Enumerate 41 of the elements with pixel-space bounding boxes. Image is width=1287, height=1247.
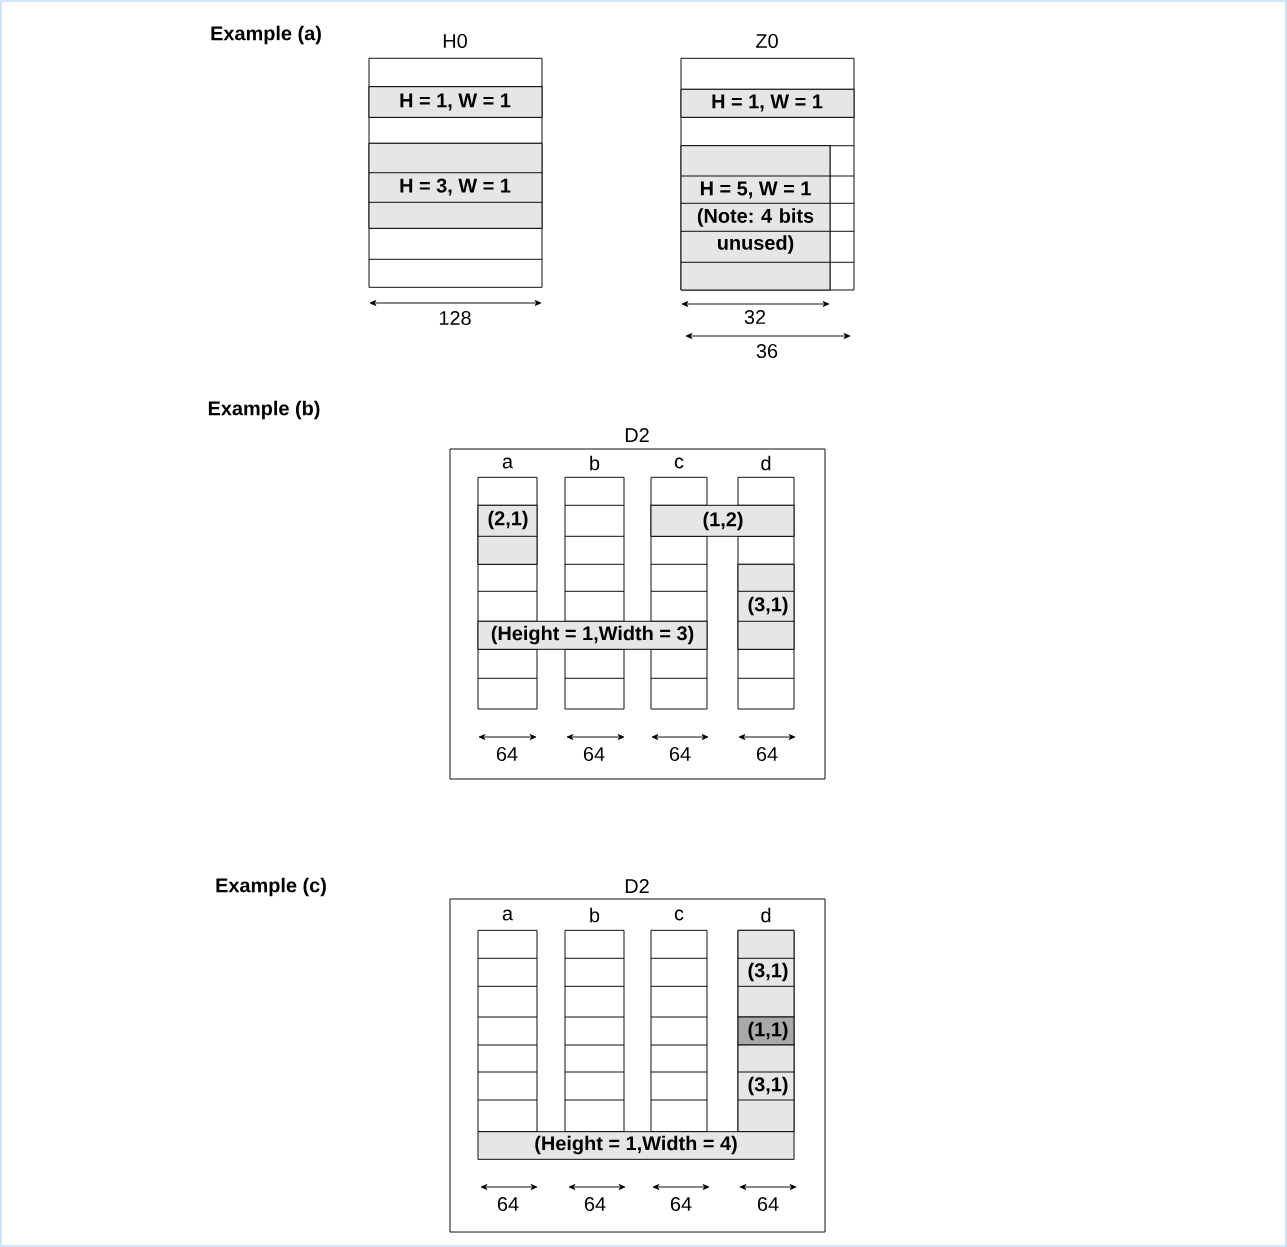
memory-column: c xyxy=(650,909,708,1133)
dimension-value: 32 xyxy=(744,309,766,325)
node-label: a xyxy=(502,909,514,921)
node-label: c xyxy=(674,909,684,921)
allocated-block: H = 5, W = 1 (Note: 4 bits unused) xyxy=(680,145,831,291)
node-label: b xyxy=(590,907,600,923)
dimension-value: 64 xyxy=(496,746,518,762)
dimension-value: 64 xyxy=(757,1196,779,1212)
allocated-block: (3,1) xyxy=(737,563,795,650)
memory-column: a xyxy=(477,909,538,1133)
allocated-block: (3,1) xyxy=(737,1044,795,1133)
dimension-value: 64 xyxy=(756,746,778,762)
node-label: Z0 xyxy=(756,33,778,49)
allocated-block: (1,2) xyxy=(650,504,795,537)
allocated-block: (3,1) xyxy=(737,929,795,1018)
example-heading: Example (b) xyxy=(208,400,320,420)
dimension-value: 64 xyxy=(669,746,691,762)
example-heading: Example (a) xyxy=(211,25,321,45)
allocated-block: (2,1) xyxy=(477,504,538,565)
allocated-block: H = 1, W = 1 xyxy=(368,86,543,118)
example-heading: Example (c) xyxy=(216,877,326,897)
node-label: D2 xyxy=(625,428,649,442)
allocated-block: (1,1) xyxy=(737,1016,795,1046)
allocated-block: (Height = 1,Width = 4) xyxy=(477,1131,795,1160)
node-label: d xyxy=(761,907,771,923)
allocated-block: (Height = 1,Width = 3) xyxy=(477,620,708,650)
node-label: c xyxy=(674,457,684,469)
dimension-value: 64 xyxy=(584,1196,606,1212)
dimension-value: 64 xyxy=(670,1196,692,1212)
dimension-value: 36 xyxy=(756,343,778,359)
allocated-block: H = 1, W = 1 xyxy=(680,88,855,118)
dimension-value: 128 xyxy=(439,310,471,326)
node-label: a xyxy=(502,457,514,469)
dimension-value: 64 xyxy=(497,1196,519,1212)
dimension-value: 64 xyxy=(583,746,605,762)
node-label: D2 xyxy=(625,879,649,893)
node-label: b xyxy=(590,455,600,471)
allocated-block: H = 3, W = 1 xyxy=(368,142,543,229)
node-label: H0 xyxy=(443,33,467,49)
node-label: d xyxy=(761,455,771,471)
memory-column: b xyxy=(564,907,625,1133)
